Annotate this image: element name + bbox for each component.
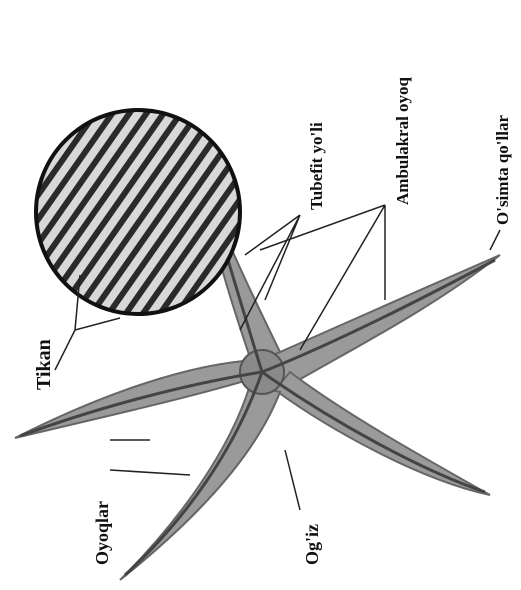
label-osimta-qollar: O'simta qo'llar	[493, 115, 512, 225]
label-ambulakral-oyoq: Ambulakral oyoq	[393, 76, 412, 205]
arm-right-lower	[275, 372, 490, 495]
label-tubefit-yoli: Tubefit yo'li	[307, 122, 326, 210]
label-ogiz: Og'iz	[302, 524, 322, 565]
magnified-inset	[36, 110, 240, 314]
label-oyoqlar: Oyoqlar	[92, 501, 112, 565]
arm-bottom	[120, 385, 280, 580]
label-tikan: Tikan	[33, 339, 55, 390]
